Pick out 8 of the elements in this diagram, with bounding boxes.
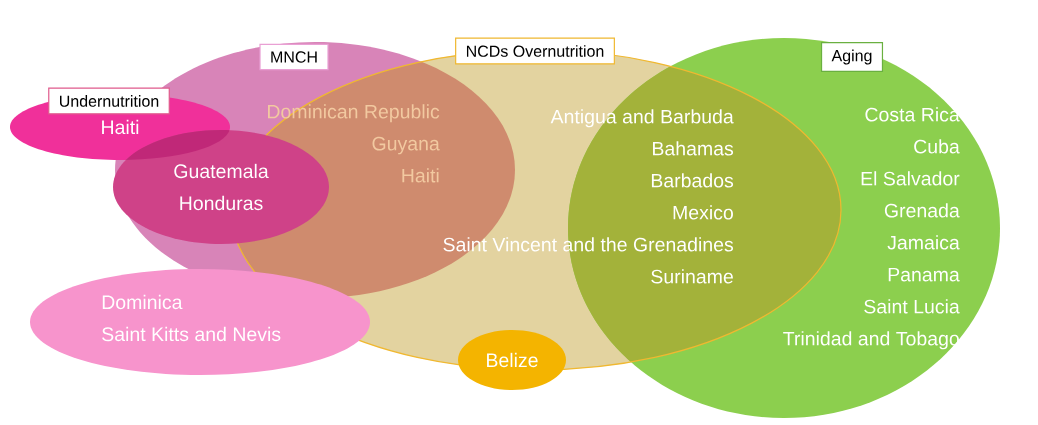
country-list: Dominica Saint Kitts and Nevis — [102, 294, 281, 342]
country-list: Haiti — [102, 119, 139, 135]
category-label: Aging — [820, 41, 884, 73]
category-label: NCDs Overnutrition — [455, 37, 615, 65]
category-label: MNCH — [259, 43, 329, 71]
country-list: Guatemala Honduras — [174, 163, 269, 211]
country-list: Belize — [487, 352, 538, 368]
category-label: Undernutrition — [48, 87, 170, 115]
